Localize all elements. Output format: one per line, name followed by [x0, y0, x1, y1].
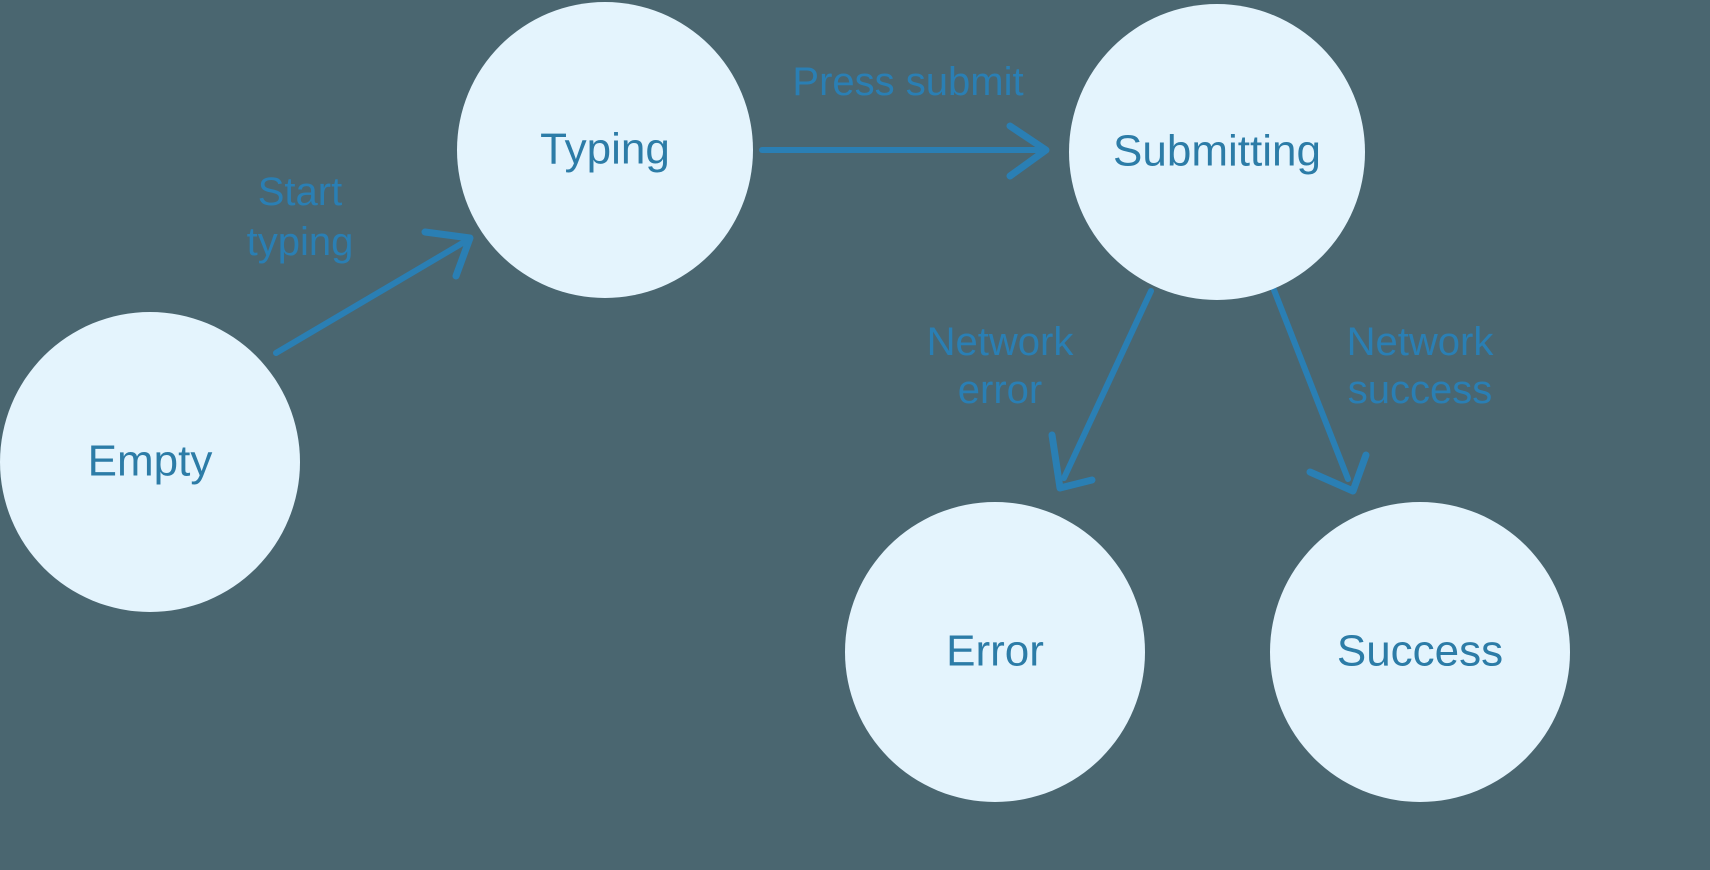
edge-submitting-to-error — [1048, 288, 1154, 492]
node-submitting-label: Submitting — [1113, 127, 1321, 176]
node-empty[interactable]: Empty — [0, 312, 300, 612]
edge-label-network-success-line2: success — [1348, 368, 1493, 412]
node-error[interactable]: Error — [845, 502, 1145, 802]
edge-label-start-typing: Start typing — [247, 170, 354, 264]
edge-label-network-success: Network success — [1347, 320, 1495, 412]
edge-label-press-submit: Press submit — [792, 60, 1023, 104]
node-empty-label: Empty — [88, 437, 213, 486]
node-submitting-circle[interactable] — [1069, 4, 1365, 300]
arrowhead-submitting-success — [1306, 451, 1370, 495]
edge-submitting-to-success — [1271, 287, 1370, 495]
node-typing[interactable]: Typing — [457, 2, 753, 298]
arrowhead-typing-submitting — [1006, 122, 1050, 180]
edge-label-press-submit-line1: Press submit — [792, 60, 1023, 104]
edge-label-network-success-line1: Network — [1347, 320, 1495, 364]
edge-empty-to-typing — [273, 228, 474, 356]
edge-label-start-typing-line2: typing — [247, 220, 354, 264]
node-error-label: Error — [946, 627, 1044, 676]
node-typing-circle[interactable] — [457, 2, 753, 298]
node-empty-circle[interactable] — [0, 312, 300, 612]
arrowhead-submitting-error — [1048, 431, 1096, 492]
node-success[interactable]: Success — [1270, 502, 1570, 802]
edge-label-network-error: Network error — [927, 320, 1075, 412]
edge-line-submitting-success — [1271, 287, 1351, 482]
edge-line-empty-typing — [273, 238, 469, 356]
node-typing-label: Typing — [540, 125, 670, 174]
edge-label-network-error-line2: error — [958, 368, 1042, 412]
node-error-circle[interactable] — [845, 502, 1145, 802]
edge-label-start-typing-line1: Start — [258, 170, 342, 214]
edge-typing-to-submitting — [759, 122, 1050, 180]
edge-line-submitting-error — [1061, 288, 1154, 481]
node-submitting[interactable]: Submitting — [1069, 4, 1365, 300]
node-success-circle[interactable] — [1270, 502, 1570, 802]
arrowhead-empty-typing — [421, 228, 474, 280]
node-success-label: Success — [1337, 627, 1503, 676]
edge-label-network-error-line1: Network — [927, 320, 1075, 364]
